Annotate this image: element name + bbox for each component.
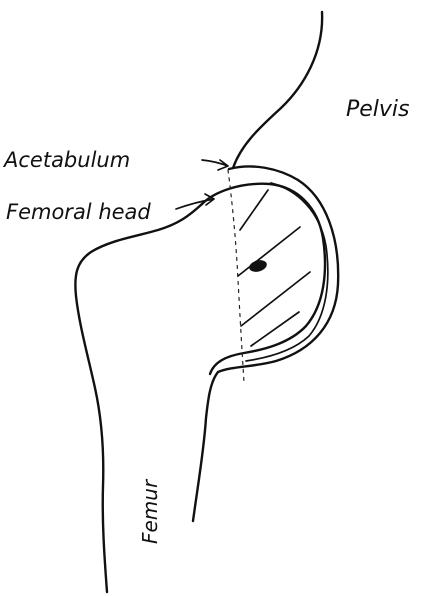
joint-capsule-line <box>246 183 328 361</box>
femoral-head-hatch-2 <box>238 227 300 276</box>
femoral-head-hatch-3 <box>241 272 310 326</box>
femoral-head-hatch-1 <box>240 190 268 230</box>
pelvis-label: Pelvis <box>346 97 410 122</box>
femoral-head-hatch-4 <box>251 312 299 346</box>
head-neck-boundary-line <box>228 170 244 382</box>
pelvis-outline <box>233 12 322 168</box>
femoral-head-arrow <box>176 194 214 209</box>
femoral-head-label: Femoral head <box>6 200 151 224</box>
acetabulum-arrow <box>202 160 228 170</box>
femoral-head-dot <box>248 258 268 273</box>
acetabulum-label: Acetabulum <box>2 148 130 172</box>
femur-label: Femur <box>138 478 162 544</box>
